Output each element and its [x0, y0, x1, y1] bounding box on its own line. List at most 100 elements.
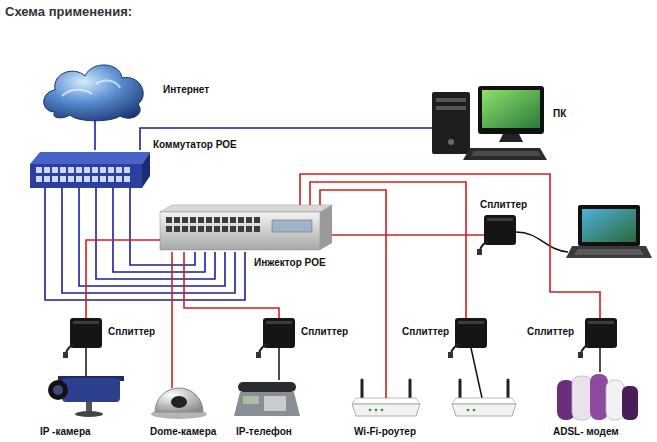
- phone-node: IP-телефон: [232, 380, 302, 418]
- cable-line: [140, 128, 432, 150]
- poe-switch-illustration: [30, 152, 150, 188]
- illustration-part: [574, 249, 644, 255]
- switch-node: Коммутатор POE: [30, 150, 150, 188]
- splitter-node: Сплиттер: [70, 318, 102, 348]
- node-label: IP -камера: [40, 426, 91, 438]
- node-label: Интернет: [163, 84, 209, 96]
- node-label: Wi-Fi-роутер: [354, 426, 416, 438]
- camera-node: IP -камера: [38, 376, 128, 418]
- node-label: Dome-камера: [150, 426, 216, 438]
- illustration-part: [30, 164, 142, 188]
- illustration-part: [243, 396, 259, 404]
- illustration-part: [86, 402, 92, 412]
- illustration-part: [409, 380, 412, 400]
- illustration-part: [320, 205, 332, 250]
- illustration-part: [381, 409, 384, 412]
- illustration-part: [62, 81, 120, 96]
- illustration-part: [272, 220, 312, 232]
- ip-camera-illustration: [48, 376, 124, 417]
- illustration-part: [361, 380, 364, 400]
- cable-line: [310, 182, 466, 318]
- illustration-part: [155, 388, 203, 412]
- illustration-part: [606, 380, 624, 420]
- laptop-illustration: [516, 205, 652, 258]
- modem-node: ADSL- модем: [555, 372, 640, 420]
- dome-camera-illustration: [151, 388, 207, 419]
- illustration-part: [160, 212, 320, 250]
- illustration-part: [473, 409, 476, 412]
- illustration-part: [452, 404, 516, 416]
- illustration-part: [375, 409, 378, 412]
- illustration-part: [63, 318, 102, 358]
- illustration-part: [572, 376, 592, 420]
- cable-line: [320, 190, 386, 398]
- illustration-part: [160, 205, 332, 212]
- pc-illustration: [432, 86, 547, 160]
- illustration-part: [590, 374, 608, 420]
- illustration-part: [432, 92, 470, 154]
- illustration-part: [53, 385, 63, 395]
- node-label: Сплиттер: [108, 326, 155, 338]
- cloud-illustration: [44, 65, 143, 121]
- cable-line: [86, 240, 160, 318]
- splitter-node: Сплиттер: [263, 318, 295, 348]
- router-node: Wi-Fi-роутер: [350, 398, 422, 416]
- illustration-part: [499, 134, 523, 142]
- cable-line: [45, 188, 245, 300]
- cable-line: [96, 188, 215, 279]
- dome-camera-node: Dome-камера: [150, 388, 208, 418]
- illustration-part: [516, 232, 568, 252]
- illustration-part: [264, 396, 286, 411]
- cable-line: [94, 120, 96, 150]
- illustration-part: [507, 380, 510, 400]
- poe-injector-illustration: [160, 205, 332, 250]
- illustration-part: [448, 139, 454, 145]
- cloud-node: Интернет: [45, 62, 145, 120]
- ip-phone-illustration: [234, 382, 300, 416]
- node-label: Коммутатор POE: [153, 139, 237, 151]
- cable-line: [85, 348, 87, 376]
- illustration-part: [234, 392, 300, 416]
- adsl-modem-illustration: [557, 374, 638, 420]
- illustration-part: [30, 152, 150, 164]
- splitter-node: Сплиттер: [455, 318, 487, 348]
- illustration-part: [171, 396, 187, 408]
- illustration-part: [478, 86, 544, 134]
- cable-line: [332, 234, 484, 236]
- cable-line: [79, 188, 225, 286]
- illustration-part: [459, 380, 462, 400]
- illustration-part: [352, 404, 420, 416]
- node-label: Сплиттер: [402, 326, 449, 338]
- cable-line: [599, 348, 601, 372]
- illustration-part: [448, 318, 487, 358]
- illustration-part: [62, 378, 120, 402]
- illustration-part: [256, 318, 295, 358]
- illustration-part: [142, 152, 150, 188]
- node-label: ADSL- модем: [553, 426, 619, 438]
- illustration-part: [467, 409, 470, 412]
- node-label: Сплиттер: [527, 326, 574, 338]
- illustration-part: [166, 217, 262, 235]
- cable-line: [171, 252, 173, 388]
- connector-group: [45, 120, 600, 398]
- injector-node: Инжектор POE: [160, 205, 332, 252]
- illustration-part: [238, 382, 296, 392]
- illustration-part: [471, 348, 482, 398]
- illustration-part: [578, 318, 617, 358]
- illustration-part: [482, 90, 540, 128]
- wifi-router-illustration: [452, 348, 516, 416]
- illustration-part: [463, 148, 547, 160]
- illustration-part: [369, 409, 372, 412]
- diagram-title: Схема применения:: [5, 4, 132, 20]
- illustration-part: [452, 398, 516, 404]
- cable-line: [300, 174, 600, 318]
- node-label: IP-телефон: [236, 426, 292, 438]
- illustration-part: [36, 167, 132, 185]
- node-label: Инжектор POE: [254, 257, 326, 269]
- cable-line: [113, 188, 205, 272]
- illustration-part: [436, 106, 466, 110]
- illustration-part: [48, 380, 68, 400]
- illustration-part: [75, 411, 103, 417]
